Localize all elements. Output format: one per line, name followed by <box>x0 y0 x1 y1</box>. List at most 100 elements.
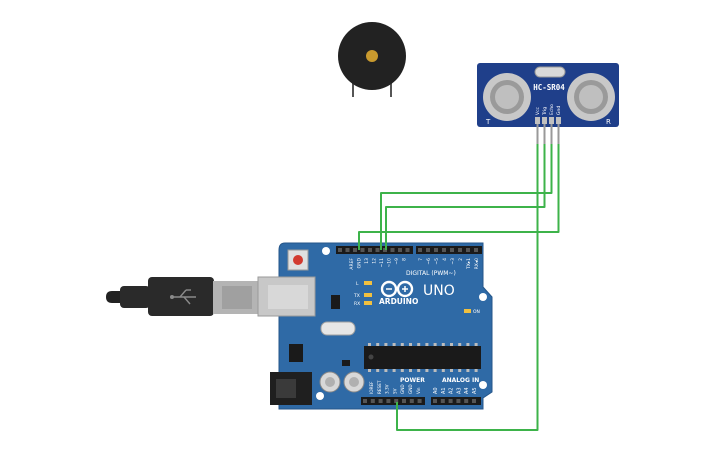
header-hole[interactable] <box>394 399 399 403</box>
sensor-pin-vcc[interactable] <box>535 117 540 124</box>
header-hole[interactable] <box>368 248 372 252</box>
header-hole[interactable] <box>442 248 446 252</box>
sensor-pin-echo[interactable] <box>549 117 554 124</box>
header-hole[interactable] <box>405 248 410 252</box>
header-hole[interactable] <box>363 399 367 403</box>
header-hole[interactable] <box>360 248 365 252</box>
pin-label-2: 2 <box>458 258 464 261</box>
sensor-pin-trig[interactable] <box>542 117 547 124</box>
header-hole[interactable] <box>338 248 342 252</box>
header-hole[interactable] <box>464 399 469 403</box>
pin-label-tx-1: TX▸1 <box>466 258 472 270</box>
reset-button-cap <box>293 255 303 265</box>
transmitter-mesh <box>495 85 519 109</box>
piezo-buzzer[interactable] <box>338 22 406 97</box>
led-l <box>364 281 372 285</box>
analog-pin-label-a2: A2 <box>449 387 455 394</box>
power-header <box>361 397 481 405</box>
header-hole[interactable] <box>474 248 478 252</box>
usb-symbol-icon <box>172 289 196 305</box>
header-hole[interactable] <box>390 248 395 252</box>
led-rx <box>364 301 372 305</box>
chip-leg <box>433 369 437 372</box>
smd-component <box>342 360 350 366</box>
header-hole[interactable] <box>448 399 453 403</box>
usb-cable[interactable] <box>106 277 259 316</box>
analog-header-label: ANALOG IN <box>442 377 479 384</box>
arduino-logo-icon <box>380 280 414 298</box>
header-hole[interactable] <box>398 248 402 252</box>
pin-label-8: 8 <box>402 258 408 261</box>
sensor-model-label: HC-SR04 <box>533 83 565 92</box>
header-hole[interactable] <box>450 248 454 252</box>
sensor-pin-gnd[interactable] <box>556 117 561 124</box>
analog-pin-label-a4: A4 <box>464 387 470 394</box>
chip-leg <box>458 369 462 372</box>
header-hole[interactable] <box>426 248 430 252</box>
usb-b-port-inner <box>268 285 308 309</box>
crystal-oscillator <box>320 321 356 336</box>
header-hole[interactable] <box>433 399 437 403</box>
header-hole[interactable] <box>418 248 422 252</box>
header-hole[interactable] <box>417 399 422 403</box>
header-hole[interactable] <box>466 248 470 252</box>
pin-label-6: ~6 <box>426 258 432 265</box>
header-hole[interactable] <box>456 399 461 403</box>
wire-vcc-to-5v[interactable] <box>396 144 539 431</box>
bottom-header-holes <box>363 399 476 403</box>
chip-leg <box>368 369 371 372</box>
pin-label-10: ~10 <box>387 258 393 268</box>
wire-trig-to-pin-11[interactable] <box>385 144 546 250</box>
wire-echo-to-pin-12[interactable] <box>380 144 553 250</box>
chip-leg <box>466 369 470 372</box>
header-hole[interactable] <box>370 399 375 403</box>
header-hole[interactable] <box>386 399 391 403</box>
header-hole[interactable] <box>409 399 414 403</box>
power-pin-label-reset: RESET <box>377 380 382 394</box>
sensor-pin-label-gnd: Gnd <box>556 106 562 115</box>
header-hole[interactable] <box>458 248 462 252</box>
chip-leg <box>450 343 453 346</box>
chip-leg <box>425 343 429 346</box>
chip-leg <box>441 369 445 372</box>
header-hole[interactable] <box>434 248 438 252</box>
chip-leg <box>417 369 421 372</box>
analog-pin-label-a0: A0 <box>433 387 439 394</box>
chip-leg <box>409 369 412 372</box>
chip-leg <box>368 343 371 346</box>
wires <box>358 144 560 431</box>
power-header-label: POWER <box>400 377 425 384</box>
header-hole[interactable] <box>378 399 383 403</box>
pin-label-4: 4 <box>442 258 448 261</box>
pin-label-9: ~9 <box>394 258 400 265</box>
chip-leg <box>392 343 396 346</box>
power-pin-label-ioref: IOREF <box>369 381 374 394</box>
header-hole[interactable] <box>402 399 406 403</box>
sensor-crystal <box>534 66 566 78</box>
digital-header-label: DIGITAL (PWM~) <box>406 270 456 277</box>
header-hole[interactable] <box>353 248 357 252</box>
led-label-l: L <box>356 281 359 287</box>
chip-leg <box>409 343 412 346</box>
header-hole[interactable] <box>472 399 476 403</box>
pin-label-12: 12 <box>372 258 378 264</box>
wire-gnd-to-gnd[interactable] <box>358 144 560 250</box>
dc-jack-hole <box>276 379 296 398</box>
pin-label-3: ~3 <box>450 258 456 265</box>
header-hole[interactable] <box>440 399 445 403</box>
sensor-pin-label-trig: Trig <box>542 107 548 116</box>
chip-leg <box>400 369 404 372</box>
header-hole[interactable] <box>375 248 380 252</box>
chip-notch <box>368 354 374 360</box>
header-hole[interactable] <box>345 248 350 252</box>
mounting-hole-right <box>479 293 487 301</box>
chip-leg <box>417 343 421 346</box>
buzzer-hole <box>366 50 378 62</box>
led-on <box>464 309 471 313</box>
led-tx <box>364 293 372 297</box>
